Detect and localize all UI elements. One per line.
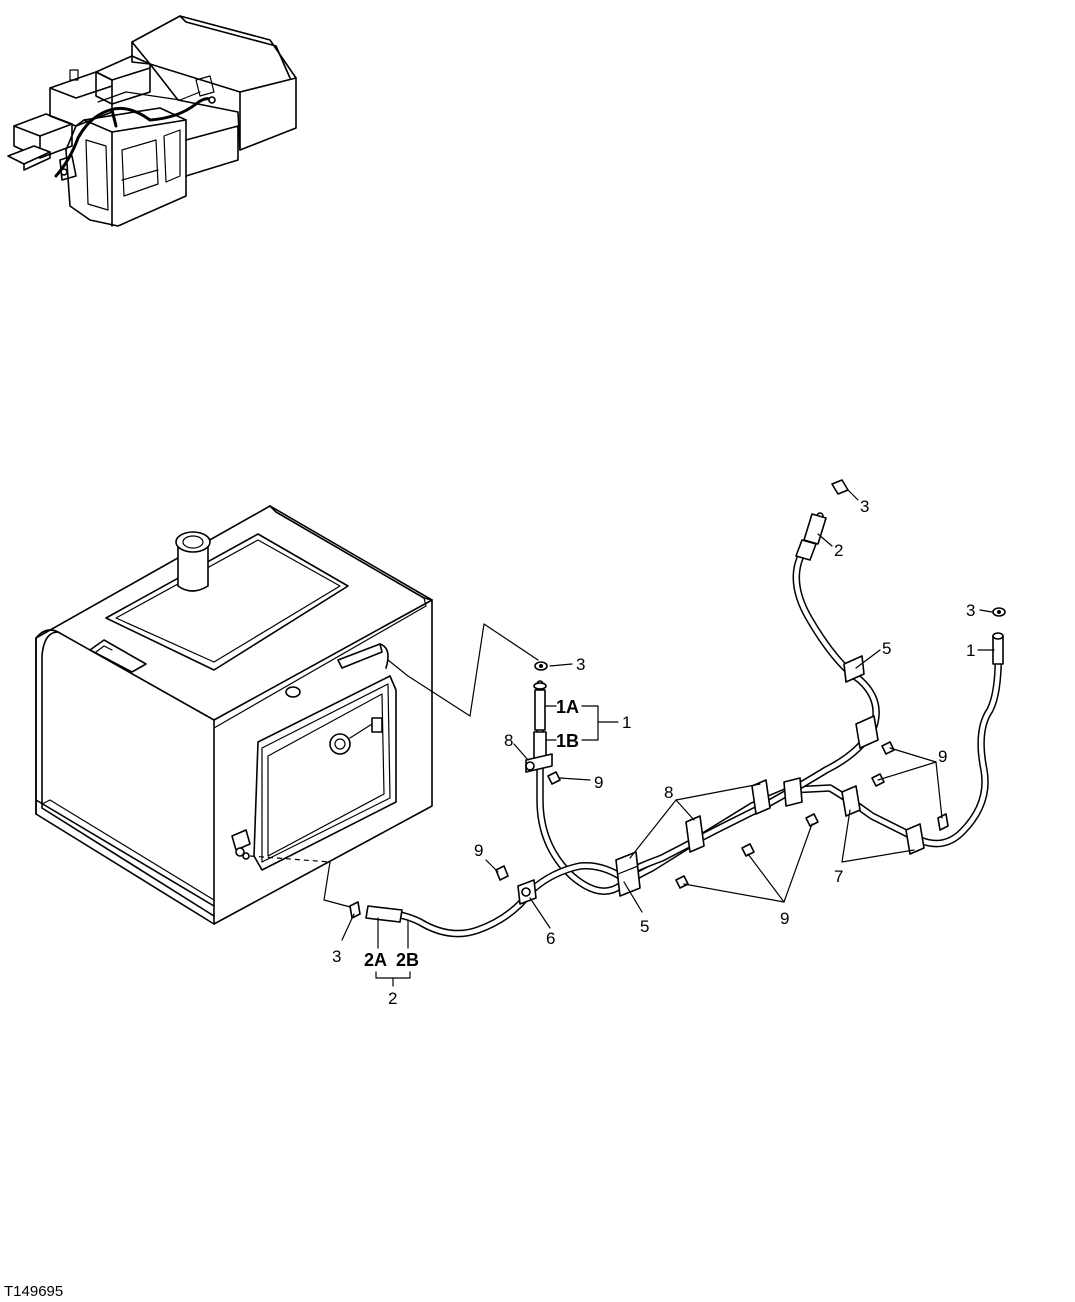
callout-9-right: 9	[938, 747, 947, 766]
fasteners	[349, 479, 1006, 919]
connection-leaders	[249, 623, 539, 909]
hose-clamps	[517, 655, 925, 905]
callout-3-bottom: 3	[332, 947, 341, 966]
callout-2A: 2A	[364, 950, 387, 970]
callout-3-right: 3	[966, 601, 975, 620]
callout-1-group: 1	[622, 713, 631, 732]
excavator-locator-view	[7, 15, 297, 227]
hose-1	[533, 632, 1004, 895]
callout-8-left: 8	[504, 731, 513, 750]
callout-9-mid: 9	[594, 773, 603, 792]
callout-1-right: 1	[966, 641, 975, 660]
callout-9-bottom: 9	[780, 909, 789, 928]
callout-labels: 3 2 3 1 5 9 3 1A 1B 1 8 9 8 7 9 5 6 9 3 …	[332, 497, 975, 1008]
callout-2B: 2B	[396, 950, 419, 970]
callout-2-top: 2	[834, 541, 843, 560]
callout-6: 6	[546, 929, 555, 948]
callout-5-right: 5	[882, 639, 891, 658]
callout-3-mid: 3	[576, 655, 585, 674]
callout-1B: 1B	[556, 731, 579, 751]
screws-9	[495, 741, 949, 889]
callout-2-group: 2	[388, 989, 397, 1008]
callout-8-mid: 8	[664, 783, 673, 802]
callout-3-top: 3	[860, 497, 869, 516]
callout-leaders	[341, 489, 995, 987]
callout-5-mid: 5	[640, 917, 649, 936]
callout-1A: 1A	[556, 697, 579, 717]
callout-7: 7	[834, 867, 843, 886]
callout-9-left: 9	[474, 841, 483, 860]
fuel-tank	[35, 505, 433, 925]
figure-id: T149695	[4, 1283, 63, 1300]
